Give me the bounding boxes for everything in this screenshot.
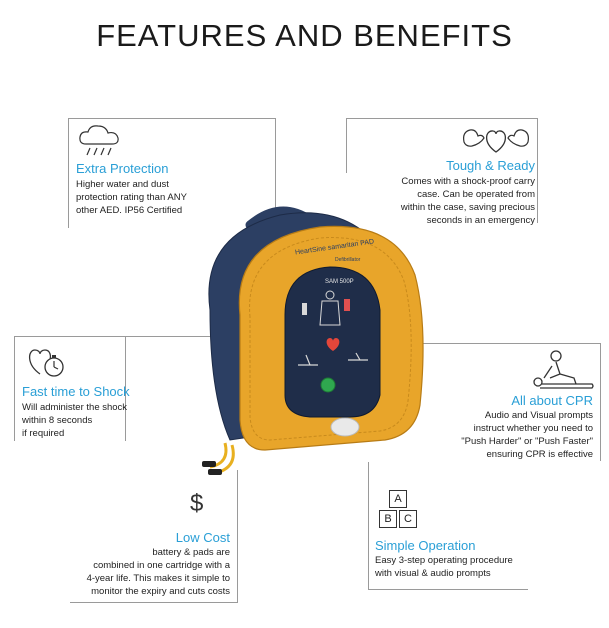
brand-subtext: Defibrillator (335, 257, 361, 263)
desc-line: Audio and Visual prompts (484, 410, 593, 421)
block-a: A (389, 490, 407, 508)
fast-shock-title: Fast time to Shock (22, 384, 130, 399)
desc-line: within 8 seconds (22, 415, 93, 426)
desc-line: within the case, saving precious (400, 202, 535, 213)
desc-line: case. Can be operated from (417, 189, 535, 200)
desc-line: ensuring CPR is effective (486, 449, 594, 460)
desc-line: other AED. IP56 Certified (76, 205, 183, 216)
extra-protection-title: Extra Protection (76, 161, 169, 176)
heart-muscles-icon (463, 129, 529, 153)
cpr-description: Audio and Visual prompts instruct whethe… (461, 409, 593, 461)
desc-line: Comes with a shock-proof carry (401, 176, 535, 187)
desc-line: Easy 3-step operating procedure (375, 555, 513, 566)
cpr-person-icon (533, 350, 594, 389)
desc-line: combined in one cartridge with a (93, 560, 230, 571)
rain-cloud-icon (79, 125, 119, 156)
simple-operation-title: Simple Operation (375, 538, 476, 553)
tough-ready-description: Comes with a shock-proof carry case. Can… (401, 175, 535, 227)
desc-line: seconds in an emergency (426, 215, 535, 226)
desc-line: instruct whether you need to (473, 423, 593, 434)
block-c: C (399, 510, 417, 528)
low-cost-description: battery & pads are combined in one cartr… (87, 546, 230, 598)
tough-ready-title: Tough & Ready (446, 158, 535, 173)
defibrillator-image: HeartSine samaritan PAD Defibrillator SA… (202, 206, 424, 475)
desc-line: Higher water and dust (76, 179, 169, 190)
extra-protection-description: Higher water and dust protection rating … (76, 178, 187, 217)
desc-line: "Push Harder" or "Push Faster" (461, 436, 593, 447)
dollar-icon: $ (190, 490, 204, 517)
simple-operation-description: Easy 3-step operating procedure with vis… (375, 554, 513, 580)
fast-shock-description: Will administer the shock within 8 secon… (22, 401, 127, 440)
desc-line: if required (22, 428, 65, 439)
desc-line: with visual & audio prompts (375, 568, 491, 579)
block-b: B (379, 510, 397, 528)
page-title: FEATURES AND BENEFITS (96, 18, 513, 53)
desc-line: 4-year life. This makes it simple to (86, 573, 230, 584)
desc-line: protection rating than ANY (76, 192, 187, 203)
heart-stopwatch-icon (28, 349, 64, 377)
desc-line: battery & pads are (152, 547, 230, 558)
abc-blocks-icon: A B C (375, 490, 423, 530)
cpr-title: All about CPR (511, 393, 593, 408)
desc-line: monitor the expiry and cuts costs (91, 586, 230, 597)
low-cost-title: Low Cost (175, 530, 230, 545)
desc-line: Will administer the shock (22, 402, 128, 413)
model-label: SAM 500P (325, 279, 354, 285)
